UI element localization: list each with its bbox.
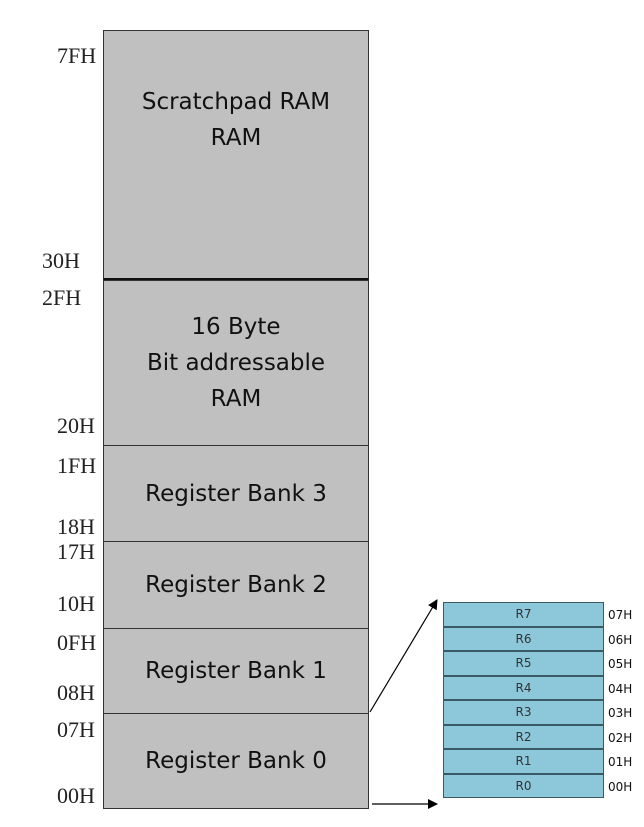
address-label: 20H (57, 413, 95, 438)
register-row: R7 07H (443, 602, 632, 628)
register-address: 00H (608, 779, 633, 794)
register-row: R3 03H (443, 700, 632, 726)
address-label: 07H (57, 717, 95, 742)
address-label: 7FH (57, 43, 97, 68)
register-address: 07H (608, 608, 633, 622)
register-cell: R2 (443, 724, 604, 749)
register-cell: R0 (443, 773, 604, 798)
register-cell: R3 (443, 700, 604, 725)
register-address: 02H (608, 730, 633, 745)
address-label: 1FH (57, 453, 97, 478)
bit-addressable-ram-block: 16 Byte Bit addressable RAM (103, 280, 369, 446)
address-label: 17H (57, 539, 95, 564)
register-address: 06H (608, 632, 633, 647)
register-cell: R6 (443, 626, 604, 651)
register-row: R0 00H (443, 773, 632, 800)
scratchpad-ram-block: Scratchpad RAM RAM (103, 30, 369, 281)
register-row: R5 05H (443, 651, 632, 677)
register-bank-detail-table: R7 07H R6 06H R5 05H R4 04H R3 03H R2 02… (443, 602, 632, 800)
register-cell: R4 (443, 675, 604, 700)
address-label: 10H (57, 591, 95, 616)
register-address: 01H (608, 755, 633, 769)
register-cell: R7 (443, 602, 604, 627)
register-cell: R5 (443, 651, 604, 676)
register-bank-2-block: Register Bank 2 (103, 541, 369, 629)
address-label: 18H (57, 514, 95, 539)
address-label: 30H (42, 248, 80, 273)
register-address: 04H (608, 681, 633, 696)
address-label: 00H (57, 783, 95, 808)
address-label: 0FH (57, 630, 97, 655)
register-row: R6 06H (443, 626, 632, 653)
address-label: 2FH (42, 285, 82, 310)
register-address: 05H (608, 657, 633, 671)
register-cell: R1 (443, 749, 604, 774)
register-bank-3-block: Register Bank 3 (103, 445, 369, 542)
register-address: 03H (608, 706, 633, 720)
register-row: R4 04H (443, 675, 632, 702)
register-row: R1 01H (443, 749, 632, 775)
register-bank-1-block: Register Bank 1 (103, 628, 369, 714)
register-bank-0-block: Register Bank 0 (103, 713, 369, 809)
address-label: 08H (57, 680, 95, 705)
register-row: R2 02H (443, 724, 632, 751)
arrow-to-r7 (369, 599, 438, 713)
